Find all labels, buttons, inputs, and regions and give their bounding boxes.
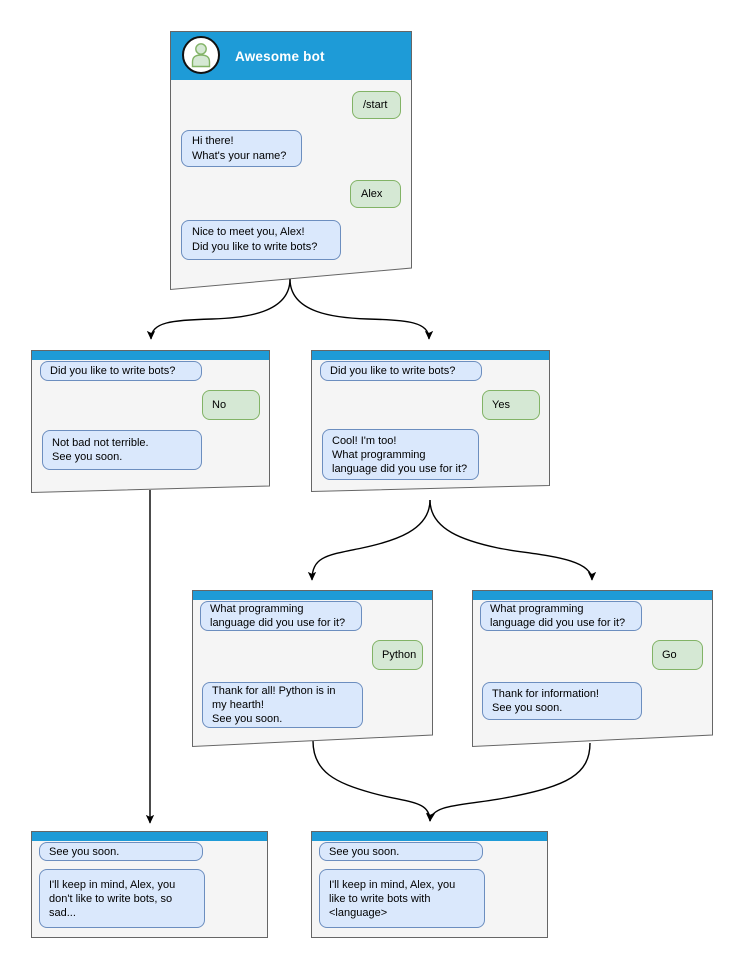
window-titlebar [193, 591, 432, 600]
chat-window-end-no: See you soon. I'll keep in mind, Alex, y… [31, 831, 268, 938]
user-message-bubble: Yes [482, 390, 540, 420]
bot-message-bubble: Hi there! What's your name? [181, 130, 302, 167]
chat-window-branch-go: What programming language did you use fo… [472, 590, 713, 748]
connector-go-to-end [426, 742, 591, 822]
chat-window-branch-no: Did you like to write bots? No Not bad n… [31, 350, 270, 494]
window-titlebar [32, 351, 269, 360]
bot-message-bubble: See you soon. [39, 842, 203, 861]
connector-yes-to-go [429, 499, 597, 581]
bot-message-bubble: Nice to meet you, Alex! Did you like to … [181, 220, 341, 260]
bot-message-bubble: Not bad not terrible. See you soon. [42, 430, 202, 470]
user-message-bubble: No [202, 390, 260, 420]
connector-python-to-end [312, 740, 435, 822]
user-message-bubble: Alex [350, 180, 401, 208]
bot-message-bubble: Did you like to write bots? [40, 361, 202, 381]
bot-message-bubble: I'll keep in mind, Alex, you like to wri… [319, 869, 485, 928]
bot-message-bubble: Thank for all! Python is in my hearth! S… [202, 682, 363, 728]
bot-message-bubble: What programming language did you use fo… [480, 601, 642, 631]
chat-window-branch-yes: Did you like to write bots? Yes Cool! I'… [311, 350, 550, 493]
window-title: Awesome bot [235, 48, 325, 64]
bot-message-bubble: I'll keep in mind, Alex, you don't like … [39, 869, 205, 928]
chat-window-branch-python: What programming language did you use fo… [192, 590, 433, 748]
bot-message-bubble: Did you like to write bots? [320, 361, 482, 381]
user-message-bubble: Python [372, 640, 423, 670]
window-titlebar [312, 832, 547, 841]
person-icon [191, 43, 211, 68]
chat-window-main: Awesome bot /start Hi there! What's your… [170, 31, 412, 291]
avatar [182, 36, 220, 74]
bot-message-bubble: Cool! I'm too! What programming language… [322, 429, 479, 480]
bot-message-bubble: See you soon. [319, 842, 483, 861]
window-titlebar: Awesome bot [171, 32, 411, 80]
window-titlebar [473, 591, 712, 600]
user-message-bubble: Go [652, 640, 703, 670]
window-titlebar [312, 351, 549, 360]
bot-message-bubble: What programming language did you use fo… [200, 601, 362, 631]
bot-message-bubble: Thank for information! See you soon. [482, 682, 642, 720]
window-titlebar [32, 832, 267, 841]
user-message-bubble: /start [352, 91, 401, 119]
chat-window-end-language: See you soon. I'll keep in mind, Alex, y… [311, 831, 548, 938]
connector-yes-to-python [307, 499, 431, 581]
